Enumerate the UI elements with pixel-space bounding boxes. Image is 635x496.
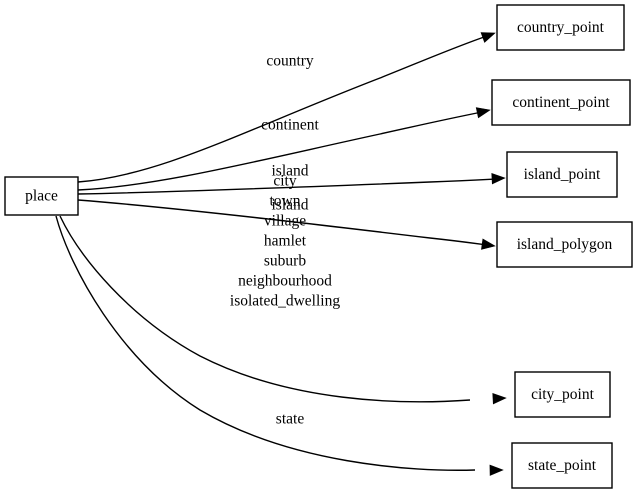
edge-labels-layer: countrycontinentislandislandcitytownvill… (230, 53, 340, 428)
edge-label-line: suburb (264, 253, 306, 270)
edge-label-line: isolated_dwelling (230, 293, 340, 310)
node-box-state_point[interactable] (511, 442, 613, 489)
node-label-country_point: country_point (517, 19, 605, 36)
edge-label-line: hamlet (264, 233, 307, 250)
arrowhead-place-to-island_polygon (481, 238, 496, 250)
edge-place-to-state_point[interactable] (55, 215, 476, 471)
node-country_point[interactable]: country_point (496, 4, 625, 51)
node-label-island_point: island_point (524, 166, 601, 183)
edge-place-to-island_polygon[interactable] (77, 199, 488, 246)
edge-label-place-to-country_point: country (266, 53, 314, 70)
node-city_point[interactable]: city_point (514, 371, 611, 418)
edge-label-line: island (271, 163, 308, 180)
edge-label-place-to-continent_point: continent (261, 117, 319, 134)
node-place[interactable]: place (4, 176, 79, 216)
node-label-state_point: state_point (528, 457, 597, 474)
edge-label-place-to-state_point: state (276, 411, 305, 428)
edge-label-place-to-island_polygon: island (271, 197, 308, 214)
node-box-place[interactable] (4, 176, 79, 216)
nodes-layer: place country_point continent_point island_… (4, 4, 633, 489)
node-label-continent_point: continent_point (512, 94, 610, 111)
edge-label-line: island (271, 197, 308, 214)
arrowhead-place-to-country_point (480, 32, 496, 43)
arrowhead-place-to-island_point (491, 173, 506, 185)
node-box-city_point[interactable] (514, 371, 611, 418)
edges-layer (55, 32, 507, 476)
edge-place-to-island_point[interactable] (77, 178, 498, 195)
node-label-place: place (25, 188, 58, 205)
node-box-country_point[interactable] (496, 4, 625, 51)
edge-place-to-city_point[interactable] (59, 215, 471, 403)
edge-place-to-continent_point[interactable] (77, 111, 483, 191)
edge-label-line: neighbourhood (238, 273, 332, 290)
node-box-island_polygon[interactable] (496, 221, 633, 268)
edge-label-line: continent (261, 117, 319, 134)
edge-label-place-to-city_point: city town village hamlet suburb neighbourhood… (230, 173, 340, 310)
edge-label-place-to-island_point: island (271, 163, 308, 180)
node-box-continent_point[interactable] (491, 79, 631, 126)
edge-place-to-country_point[interactable] (77, 35, 488, 183)
edge-label-line: country (266, 53, 314, 70)
arrowhead-place-to-continent_point (475, 107, 491, 119)
node-state_point[interactable]: state_point (511, 442, 613, 489)
node-label-city_point: city_point (531, 386, 595, 403)
node-box-island_point[interactable] (506, 151, 618, 198)
node-label-island_polygon: island_polygon (517, 236, 613, 253)
edge-label-line: city (273, 173, 296, 190)
edge-label-line: town (270, 193, 301, 210)
arrowhead-place-to-state_point (489, 464, 504, 476)
edge-label-line: state (276, 411, 305, 428)
edge-label-line: village (264, 213, 306, 230)
node-island_point[interactable]: island_point (506, 151, 618, 198)
node-island_polygon[interactable]: island_polygon (496, 221, 633, 268)
arrowhead-place-to-city_point (492, 393, 507, 405)
node-continent_point[interactable]: continent_point (491, 79, 631, 126)
